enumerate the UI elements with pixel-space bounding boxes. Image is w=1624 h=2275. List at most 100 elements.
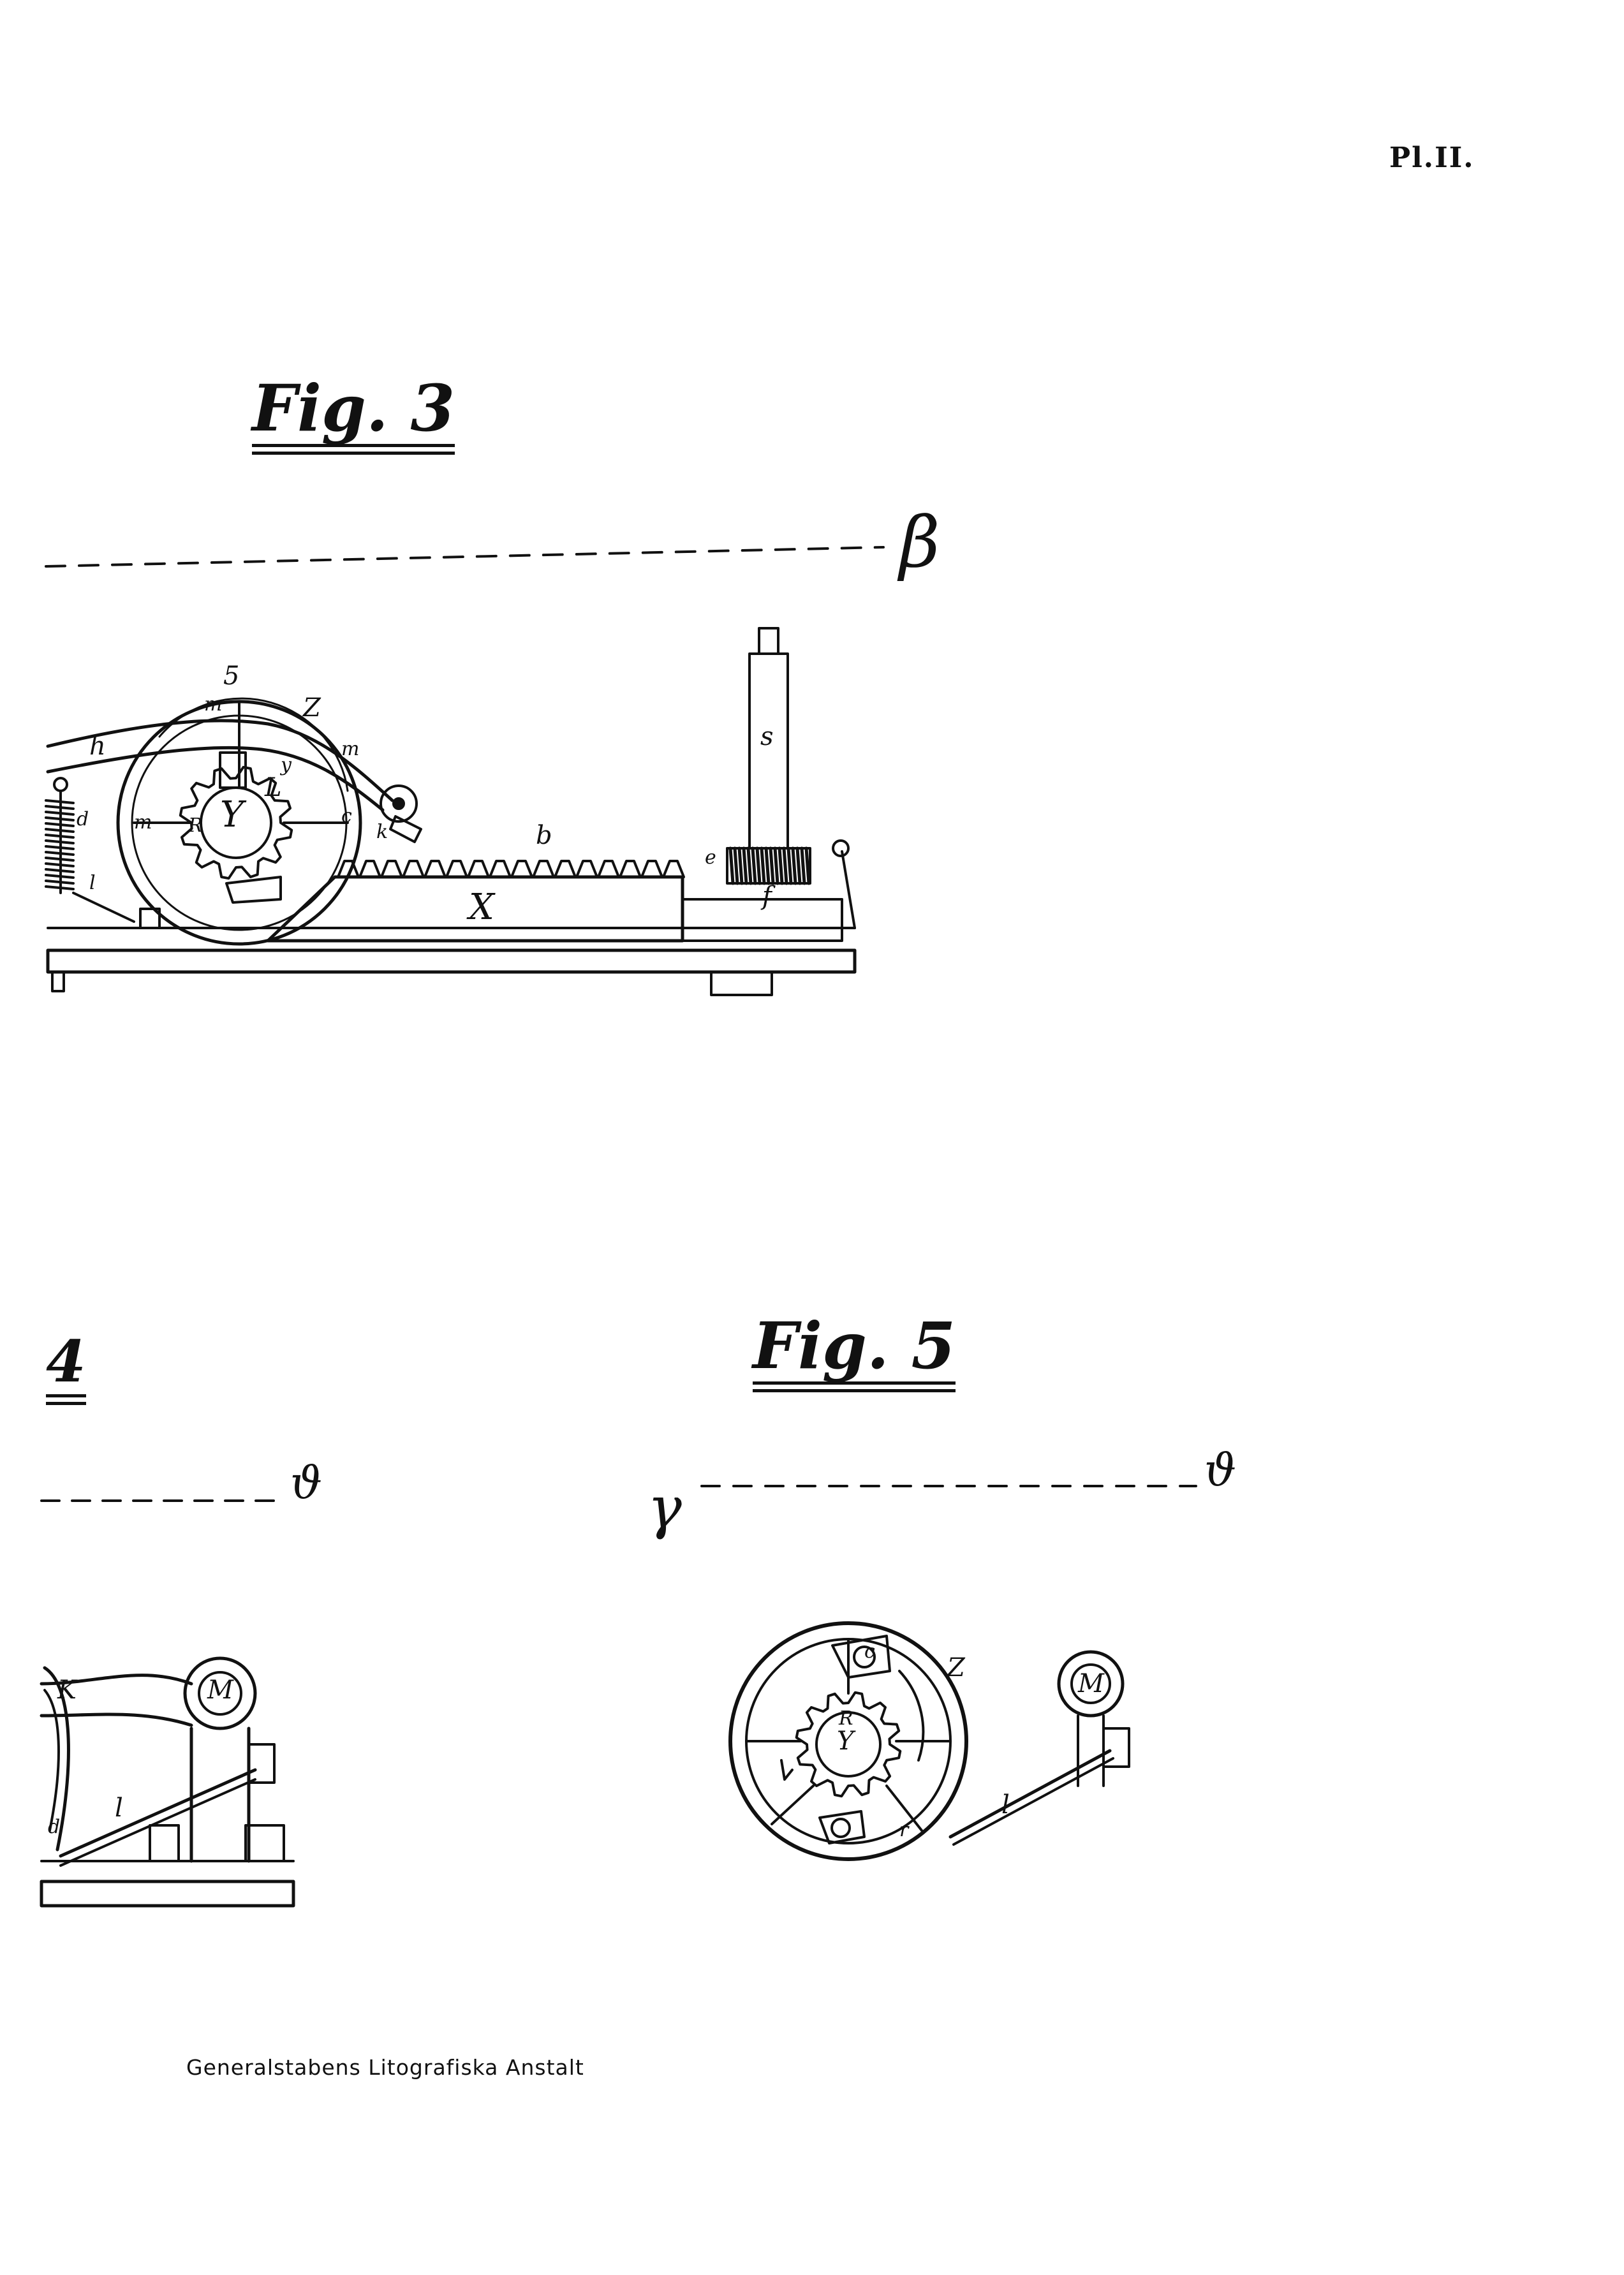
- fig3-base-plate: [46, 948, 857, 974]
- fig3-lever-pivot: [392, 797, 405, 810]
- fig5-reference-symbol-left: γ: [647, 1475, 682, 1542]
- coil-turn: [755, 846, 762, 885]
- fig5-reference-symbol-right: ϑ: [1204, 1444, 1237, 1496]
- fig5-machine: [728, 1621, 1130, 1861]
- coil-turn: [764, 846, 771, 885]
- fig4-machine: [40, 1656, 295, 1908]
- coil-turn: [746, 846, 753, 885]
- fig5-label-l: l: [1001, 1790, 1010, 1820]
- fig3-label-l-upper: L: [265, 773, 282, 802]
- fig3-reference-symbol: β: [899, 501, 940, 583]
- coil-turn: [786, 846, 793, 885]
- coil-turn: [778, 846, 784, 885]
- fig3-reference-line: [45, 546, 885, 568]
- fig5-title: Fig. 5: [753, 1314, 956, 1392]
- fig3-label-m-left: m: [134, 811, 152, 834]
- fig4-title-underline-2: [46, 1402, 86, 1405]
- coil-turn: [733, 846, 739, 885]
- fig4-arm-bottom: [40, 1712, 193, 1727]
- fig5-title-underline: [753, 1381, 956, 1385]
- fig5-gear: [795, 1691, 902, 1798]
- fig3-title-underline-2: [252, 452, 455, 455]
- fig5-gear-hub: [815, 1711, 882, 1778]
- fig3-column-cap: [758, 627, 779, 655]
- fig3-coil-spring: [726, 846, 811, 885]
- fig5-pawl-top: [831, 1635, 891, 1679]
- fig3-link-l: [72, 892, 135, 923]
- fig4-title-underline: [46, 1394, 86, 1397]
- fig3-label-gear-y: Y: [220, 794, 244, 836]
- fig3-base-foot-right: [710, 971, 773, 996]
- fig3-title-underline: [252, 444, 455, 447]
- fig4-wheel-arc: [43, 1666, 70, 1852]
- fig3-label-r: R: [188, 814, 203, 837]
- fig3-label-k: k: [376, 821, 388, 843]
- fig3-label-5: 5: [223, 661, 240, 691]
- fig4-title: 4: [46, 1333, 86, 1405]
- fig5-ratchet-arc: [898, 1670, 925, 1762]
- gear-profile: [795, 1691, 902, 1798]
- coil-turn: [804, 846, 811, 885]
- fig3-label-f: f: [762, 881, 772, 911]
- fig3-slide-block: [681, 898, 843, 942]
- fig3-end-post: [841, 850, 856, 929]
- fig5-rotation-arrow: [780, 1759, 794, 1781]
- fig5-pivot-ring: [1070, 1663, 1111, 1704]
- fig4-label-k: K: [57, 1675, 77, 1705]
- fig3-label-d: d: [77, 808, 89, 830]
- fig3-lower-block: [225, 876, 282, 904]
- fig4-block-right: [244, 1824, 285, 1862]
- rack-tooth-profile: [337, 860, 685, 878]
- fig3-label-y: y: [281, 754, 292, 776]
- fig4-link-rod: [59, 1768, 257, 1858]
- fig3-label-x: X: [469, 887, 494, 928]
- coil-turn: [751, 846, 757, 885]
- fig4-pivot-ring: [198, 1671, 242, 1716]
- fig5-label-r-small: r: [899, 1819, 909, 1841]
- fig5-label-r: R: [839, 1707, 853, 1730]
- fig4-title-text: 4: [46, 1328, 86, 1395]
- fig4-block-left: [149, 1824, 180, 1862]
- fig5-title-text: Fig. 5: [753, 1308, 956, 1383]
- coil-turn: [795, 846, 802, 885]
- fig5-pivot-housing: [1057, 1650, 1125, 1718]
- fig3-pivot-left: [53, 777, 68, 792]
- fig3-label-e: e: [705, 846, 716, 869]
- fig5-label-c: c: [864, 1640, 875, 1663]
- fig3-title-text: Fig. 3: [252, 371, 455, 446]
- fig3-stop-block: [139, 908, 161, 929]
- fig5-label-y: Y: [837, 1726, 854, 1756]
- coil-turn: [742, 846, 748, 885]
- fig5-title-underline-2: [753, 1389, 956, 1392]
- fig5-pawl-bottom-pin: [830, 1818, 851, 1838]
- fig3-rack-teeth: [337, 860, 685, 878]
- fig3-label-m-right: m: [341, 738, 360, 760]
- fig4-wheel-arc-inner: [43, 1689, 60, 1832]
- fig4-base-plate: [40, 1880, 295, 1908]
- fig4-bracket: [247, 1743, 276, 1784]
- fig3-label-s: s: [760, 722, 774, 751]
- fig3-lever-catch: [389, 815, 422, 843]
- fig3-spring-anchor: [832, 839, 850, 857]
- coil-turn: [728, 846, 735, 885]
- fig3-wheel-arc: [158, 697, 349, 792]
- coil-turn: [782, 846, 788, 885]
- coil-turn: [760, 846, 766, 885]
- fig5-link-rod: [949, 1749, 1112, 1839]
- fig5-bracket: [1102, 1727, 1130, 1768]
- fig4-arm-top: [40, 1674, 193, 1686]
- fig5-label-m: M: [1078, 1669, 1104, 1698]
- coil-turn: [791, 846, 797, 885]
- fig4-label-d: d: [48, 1816, 61, 1838]
- fig3-lever-arm-top: [46, 719, 394, 802]
- fig4-reference-symbol: ϑ: [290, 1457, 323, 1509]
- fig3-label-z: Z: [303, 693, 321, 723]
- coil-turn: [800, 846, 806, 885]
- printer-credit: Generalstabens Litografiska Anstalt: [186, 2055, 584, 2080]
- fig4-pivot-housing: [183, 1656, 257, 1730]
- fig3-pawl-block: [219, 751, 247, 789]
- fig3-base-foot-left: [51, 971, 65, 992]
- fig5-wheel-outer-rim: [728, 1621, 968, 1861]
